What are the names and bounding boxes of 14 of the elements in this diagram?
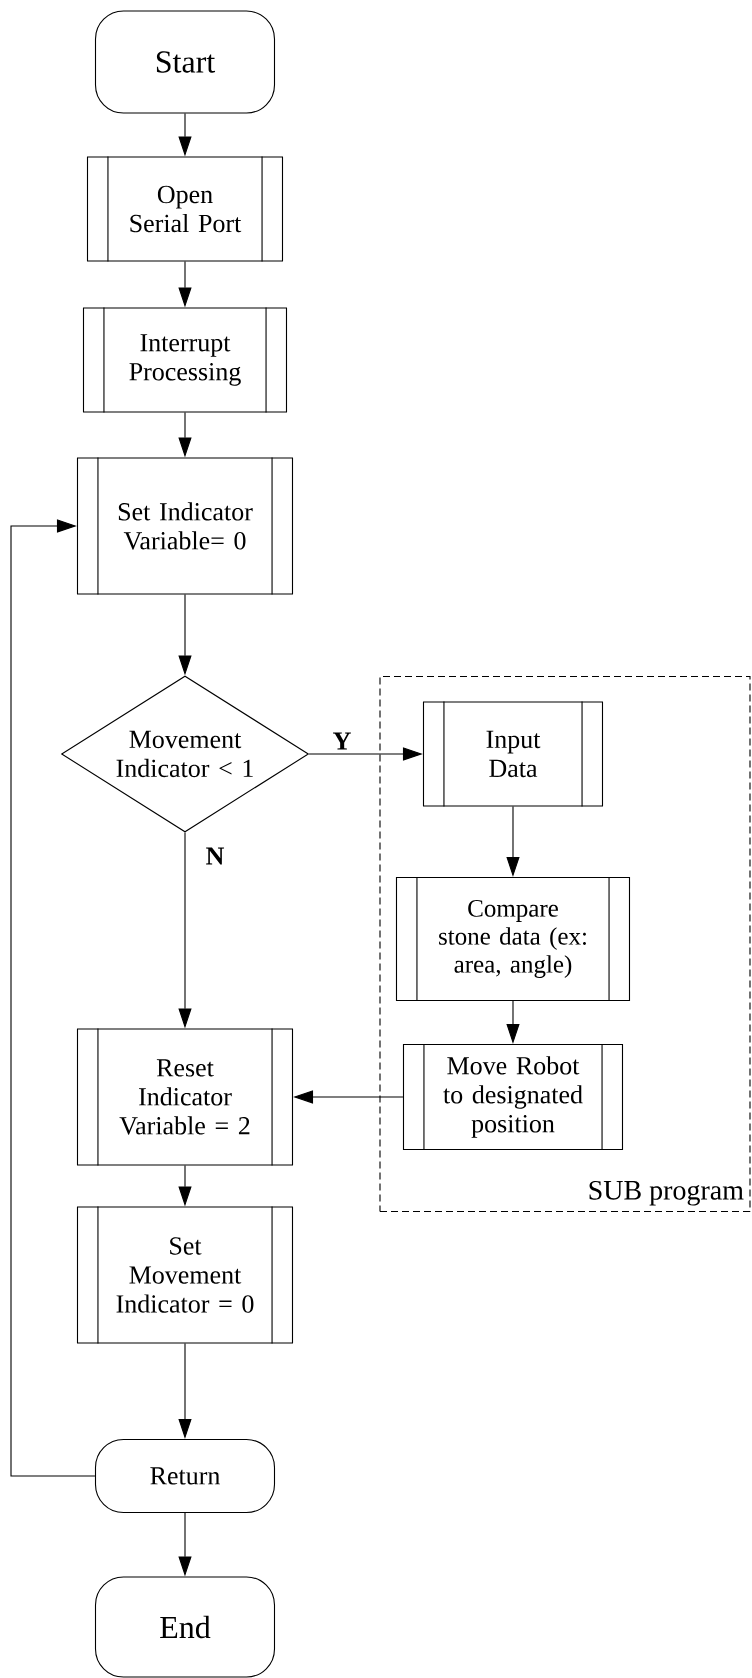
process-box: Set Movement Indicator = 0	[76, 1205, 294, 1345]
arrow	[10, 519, 96, 1477]
process-box: Interrupt Processing	[82, 306, 288, 414]
edge-label: Y	[331, 731, 353, 751]
process-box: Compare stone data (ex: area, angle)	[395, 876, 631, 1002]
process-box: Move Robot to designated position	[402, 1043, 624, 1151]
edge-label: N	[204, 846, 226, 866]
process-box: Open Serial Port	[86, 155, 284, 263]
terminal-box: Start	[94, 10, 276, 114]
process-box: Reset Indicator Variable = 2	[76, 1027, 294, 1167]
terminal-box: Return	[94, 1438, 276, 1514]
terminal-box: End	[94, 1576, 276, 1678]
process-box: Set Indicator Variable= 0	[76, 456, 294, 596]
process-box: Input Data	[422, 700, 604, 808]
